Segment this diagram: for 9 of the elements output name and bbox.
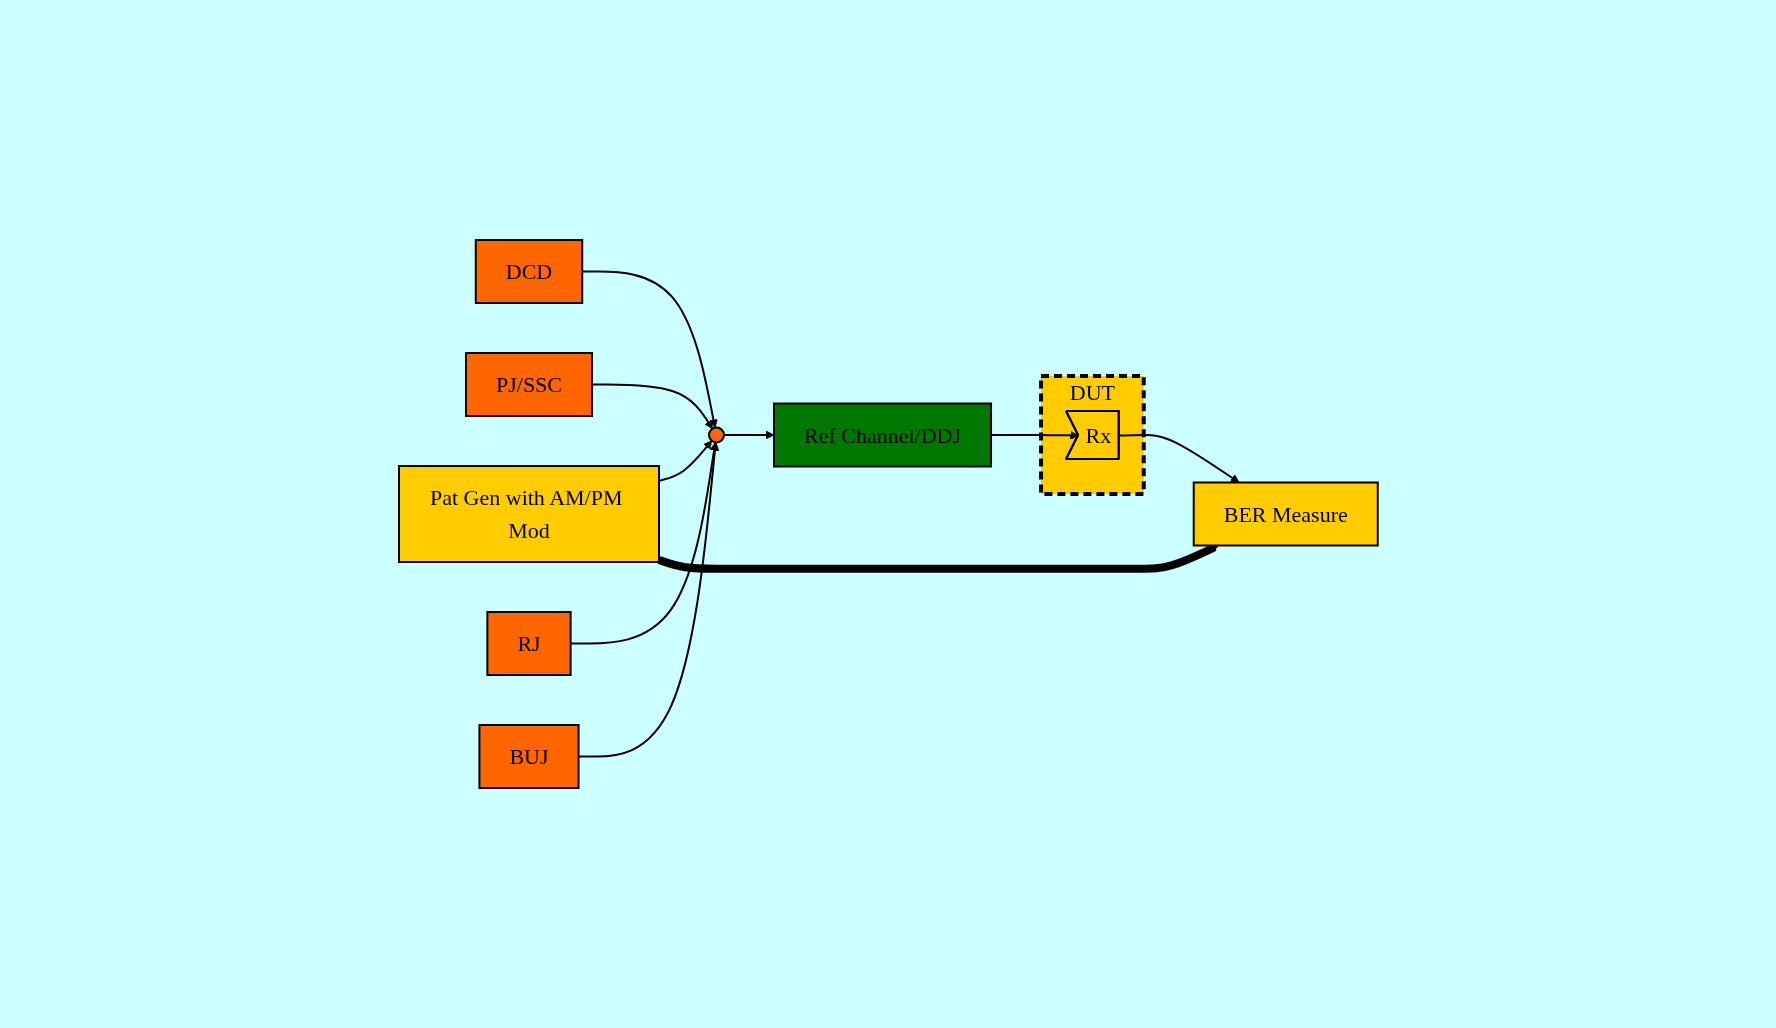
node-box: BUJ bbox=[478, 724, 580, 789]
node-box: Pat Gen with AM/PM Mod bbox=[397, 465, 660, 563]
node-box: RJ bbox=[486, 611, 572, 676]
node-box: BER Measure bbox=[1192, 481, 1379, 547]
node-box: PJ/SSC bbox=[464, 352, 593, 417]
node-box: DCD bbox=[474, 239, 583, 304]
node-circle bbox=[707, 426, 725, 444]
node-box: Ref Channel/DDJ bbox=[772, 402, 992, 468]
arrow bbox=[1117, 434, 1240, 483]
